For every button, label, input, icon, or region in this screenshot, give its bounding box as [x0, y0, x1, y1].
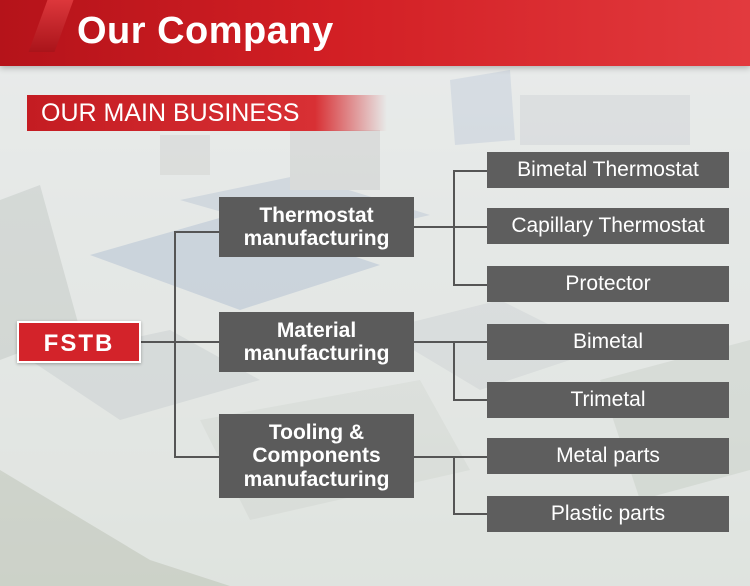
connector-thermostat-out	[413, 226, 454, 228]
connector-to-material	[174, 341, 219, 343]
section-title: OUR MAIN BUSINESS	[27, 95, 387, 131]
product-item: Trimetal	[487, 382, 729, 418]
connector-logo	[141, 341, 175, 343]
category-line: manufacturing	[243, 227, 390, 250]
header-tab-decoration	[28, 0, 74, 52]
product-item: Capillary Thermostat	[487, 208, 729, 244]
product-item: Metal parts	[487, 438, 729, 474]
connector-to-thermostat	[174, 231, 219, 233]
connector-p6	[453, 456, 487, 458]
header-banner: Our Company	[0, 0, 750, 66]
connector-p2	[453, 226, 487, 228]
connector-material-out	[413, 341, 454, 343]
product-item: Protector	[487, 266, 729, 302]
category-thermostat: Thermostat manufacturing	[219, 197, 414, 257]
connector-trunk-material	[453, 341, 455, 401]
product-item: Bimetal Thermostat	[487, 152, 729, 188]
connector-to-tooling	[174, 456, 219, 458]
connector-trunk-left	[174, 231, 176, 457]
category-line: Tooling &	[268, 421, 365, 445]
connector-p5	[453, 399, 487, 401]
connector-p7	[453, 513, 487, 515]
category-line: manufacturing	[243, 467, 390, 491]
product-item: Bimetal	[487, 324, 729, 360]
connector-tooling-out	[413, 456, 454, 458]
category-material: Material manufacturing	[219, 312, 414, 372]
product-item: Plastic parts	[487, 496, 729, 532]
fstb-logo: FSTB	[17, 321, 141, 363]
category-tooling: Tooling & Components manufacturing	[219, 414, 414, 498]
connector-p3	[453, 284, 487, 286]
connector-p1	[453, 170, 487, 172]
category-line: Thermostat	[259, 203, 374, 227]
category-line: manufacturing	[243, 342, 390, 365]
connector-trunk-tooling	[453, 456, 455, 515]
connector-p4	[453, 341, 487, 343]
page-title: Our Company	[77, 10, 334, 52]
category-line: Material	[276, 318, 357, 342]
category-line: Components	[252, 444, 381, 468]
